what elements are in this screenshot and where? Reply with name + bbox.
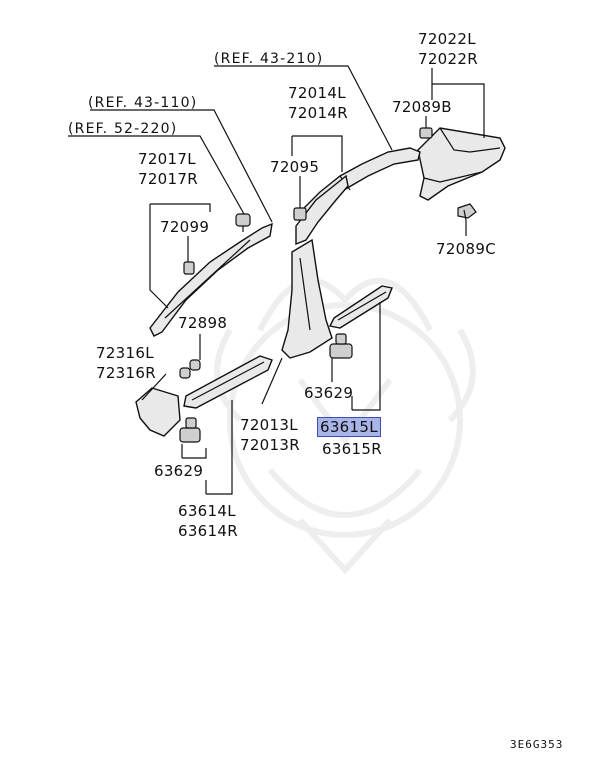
label-72095: 72095 <box>270 158 320 176</box>
label-72022l: 72022L <box>418 30 476 48</box>
label-72014r: 72014R <box>288 104 348 122</box>
clip-63629-front <box>179 417 201 443</box>
label-72013l: 72013L <box>240 416 298 434</box>
label-ref-52-220: (REF. 52-220) <box>68 121 178 137</box>
label-72316l: 72316L <box>96 344 154 362</box>
clip-63629-rear <box>329 333 353 359</box>
label-72022r: 72022R <box>418 50 478 68</box>
center-pillar-lower-trim <box>281 238 333 359</box>
center-pillar-upper-trim <box>295 174 349 246</box>
diagram-code: 3E6G353 <box>510 738 564 751</box>
label-63615r: 63615R <box>322 440 382 458</box>
label-63629-rear: 63629 <box>304 384 354 402</box>
label-72099: 72099 <box>160 218 210 236</box>
clip-72099 <box>183 261 195 275</box>
label-63629-front: 63629 <box>154 462 204 480</box>
label-72316r: 72316R <box>96 364 156 382</box>
leader-lines <box>68 65 485 495</box>
clip-72095 <box>293 207 307 221</box>
label-72017r: 72017R <box>138 170 198 188</box>
label-ref-43-110: (REF. 43-110) <box>88 95 198 111</box>
grommet <box>235 213 251 232</box>
label-72013r: 72013R <box>240 436 300 454</box>
label-63615l-highlighted[interactable]: 63615L <box>317 417 381 437</box>
label-72898: 72898 <box>178 314 228 332</box>
label-ref-43-210: (REF. 43-210) <box>214 51 324 67</box>
screw-72089c <box>457 203 477 221</box>
cowl-side-trim <box>135 387 181 437</box>
front-pillar-trim <box>149 222 273 337</box>
label-72089b: 72089B <box>392 98 452 116</box>
clip-72898 <box>179 359 201 379</box>
label-72017l: 72017L <box>138 150 196 168</box>
label-63614r: 63614R <box>178 522 238 540</box>
label-63614l: 63614L <box>178 502 236 520</box>
label-72014l: 72014L <box>288 84 346 102</box>
roof-side-garnish <box>417 127 506 201</box>
clip-72089b <box>419 127 433 139</box>
label-72089c: 72089C <box>436 240 496 258</box>
